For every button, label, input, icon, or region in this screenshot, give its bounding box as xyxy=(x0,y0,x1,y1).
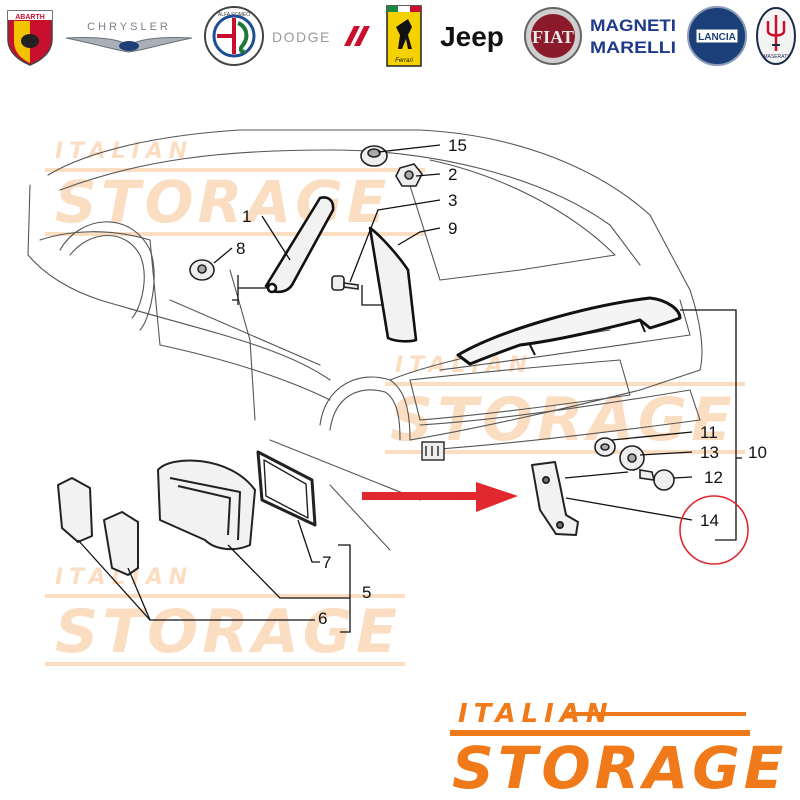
watermark-middle: ITALIAN STORAGE xyxy=(385,353,745,455)
leader-lines xyxy=(77,144,742,633)
alfa-romeo-roundel-icon: ALFA ROMEO xyxy=(202,6,266,66)
footer-logo-line2: STORAGE xyxy=(452,734,787,800)
callout-2: 2 xyxy=(448,165,457,184)
lancia-shield-icon: LANCIA xyxy=(684,6,750,66)
callout-10: 10 xyxy=(748,443,767,462)
part-clip xyxy=(421,441,445,461)
svg-text:ALFA ROMEO: ALFA ROMEO xyxy=(218,12,250,18)
part-12-bolt xyxy=(639,469,675,491)
callout-labels: 15 2 3 9 1 8 10 11 13 12 14 7 5 6 xyxy=(236,136,767,628)
callout-7: 7 xyxy=(322,553,331,572)
footer-logo: ITALIAN STORAGE xyxy=(450,699,787,800)
chrysler-wings-icon: CHRYSLER xyxy=(62,6,196,66)
part-2-nut xyxy=(395,163,423,187)
part-5-lamp-housing xyxy=(157,459,256,551)
jeep-wordmark-icon: Jeep xyxy=(428,6,516,66)
red-arrow xyxy=(362,482,518,512)
svg-text:MAGNETI: MAGNETI xyxy=(590,16,676,35)
callout-1: 1 xyxy=(242,207,251,226)
watermark-bottom: ITALIAN STORAGE xyxy=(45,565,405,667)
part-6-lamp-covers xyxy=(57,477,139,576)
svg-text:Ferrari: Ferrari xyxy=(395,58,413,64)
callout-8: 8 xyxy=(236,239,245,258)
watermark-middle-line2: STORAGE xyxy=(390,385,736,455)
svg-text:DODGE: DODGE xyxy=(272,29,331,45)
car-outline xyxy=(27,129,703,551)
magneti-marelli-wordmark-icon: MAGNETI MARELLI xyxy=(588,6,678,66)
svg-text:MASERATI: MASERATI xyxy=(763,54,788,60)
dodge-stripes-icon: DODGE xyxy=(268,6,380,66)
callout-15: 15 xyxy=(448,136,467,155)
part-8-nut xyxy=(189,259,215,281)
callout-13: 13 xyxy=(700,443,719,462)
callout-9: 9 xyxy=(448,219,457,238)
ferrari-prancing-horse-icon: Ferrari xyxy=(384,5,424,67)
part-1-trim-strip xyxy=(264,196,335,294)
part-9-pillar-trim xyxy=(368,226,418,343)
callout-6: 6 xyxy=(318,609,327,628)
svg-text:MARELLI: MARELLI xyxy=(590,38,676,57)
callout-11: 11 xyxy=(700,423,718,442)
svg-text:ABARTH: ABARTH xyxy=(15,14,45,21)
svg-text:Jeep: Jeep xyxy=(440,21,504,52)
callout-12: 12 xyxy=(704,468,723,487)
part-13-washer xyxy=(619,445,645,471)
part-15-nut xyxy=(360,145,388,167)
part-3-screw xyxy=(331,275,359,291)
part-7-gasket xyxy=(256,450,317,527)
fiat-badge-icon: FIAT xyxy=(522,6,584,66)
rear-spoiler xyxy=(456,296,682,366)
svg-text:LANCIA: LANCIA xyxy=(698,32,736,43)
callout-5: 5 xyxy=(362,583,371,602)
svg-text:FIAT: FIAT xyxy=(532,27,574,47)
part-14-bracket xyxy=(531,461,579,536)
maserati-trident-icon: MASERATI xyxy=(754,6,798,66)
part-11-nut xyxy=(594,437,616,457)
watermark-top-line2: STORAGE xyxy=(55,168,390,236)
callout-14: 14 xyxy=(700,511,719,530)
svg-text:CHRYSLER: CHRYSLER xyxy=(87,21,171,33)
callout-3: 3 xyxy=(448,191,457,210)
brand-logo-strip: ABARTH CHRYSLER ALFA ROMEO DODGE xyxy=(0,0,800,72)
watermark-top-line1: ITALIAN xyxy=(55,139,193,164)
abarth-scorpion-shield-icon: ABARTH xyxy=(2,6,58,66)
highlight-circle-14 xyxy=(679,495,749,565)
